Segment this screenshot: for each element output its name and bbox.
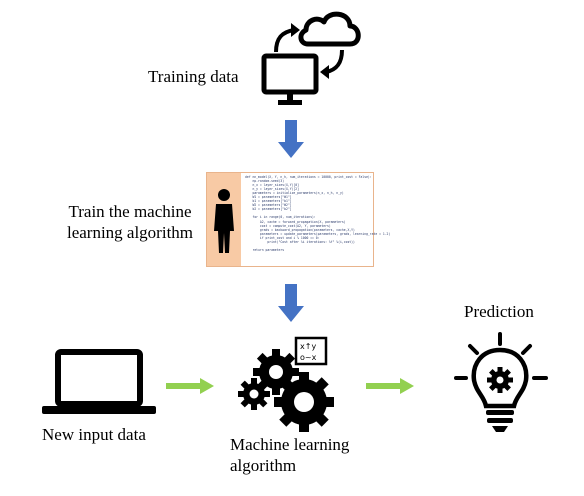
lightbulb-gear-icon (454, 332, 548, 432)
code-line: grads = backward_propagation(parameters,… (245, 227, 355, 232)
svg-text:o~x: o~x (300, 353, 317, 362)
code-line: W2 = parameters["W2"] (245, 203, 292, 208)
code-line: print("Cost after %i iterations: %f" %(i… (245, 239, 355, 244)
prediction-label: Prediction (464, 302, 534, 321)
down-arrow-1 (278, 120, 304, 158)
code-line: cost = compute_cost(A2, Y, parameters) (245, 223, 331, 228)
code-line: for i in range(0, num_iterations): (245, 215, 316, 220)
right-arrow-2 (366, 378, 414, 394)
code-line: b2 = parameters["b2"] (245, 207, 292, 212)
train-algorithm-label: Train the machine learning algorithm (66, 202, 194, 242)
code-line: parameters = initialize_parameters(n_x, … (245, 191, 344, 196)
person-icon (214, 189, 234, 253)
code-line: b1 = parameters["b1"] (245, 199, 292, 204)
code-line: W1 = parameters["W1"] (245, 195, 292, 200)
code-line: if print_cost and i % 1000 == 0: (245, 235, 320, 240)
computer-cloud-sync-icon (261, 11, 361, 105)
code-line: n_y = layer_sizes(X,Y)[2] (245, 187, 300, 192)
laptop-icon (42, 349, 156, 414)
code-line: np.random.seed(3) (245, 179, 285, 184)
code-line: return parameters (245, 247, 285, 252)
gears-icon: x↑y o~x (238, 336, 334, 432)
code-text: def nn_model(X, Y, n_h, num_iterations =… (245, 175, 391, 252)
code-line: A2, cache = forward_propagation(X, param… (245, 219, 346, 224)
code-line: n_x = layer_sizes(X,Y)[0] (245, 183, 300, 188)
training-code-panel: def nn_model(X, Y, n_h, num_iterations =… (206, 172, 391, 267)
down-arrow-2 (278, 284, 304, 322)
new-input-label: New input data (42, 425, 146, 444)
code-line: parameters = update_parameters(parameter… (245, 231, 391, 236)
training-data-label: Training data (148, 67, 239, 86)
code-line: def nn_model(X, Y, n_h, num_iterations =… (245, 175, 372, 179)
right-arrow-1 (166, 378, 214, 394)
chalkboard-icon: x↑y o~x (294, 336, 328, 366)
ml-algorithm-label: Machine learning algorithm (230, 435, 350, 475)
svg-text:x↑y: x↑y (300, 342, 316, 351)
